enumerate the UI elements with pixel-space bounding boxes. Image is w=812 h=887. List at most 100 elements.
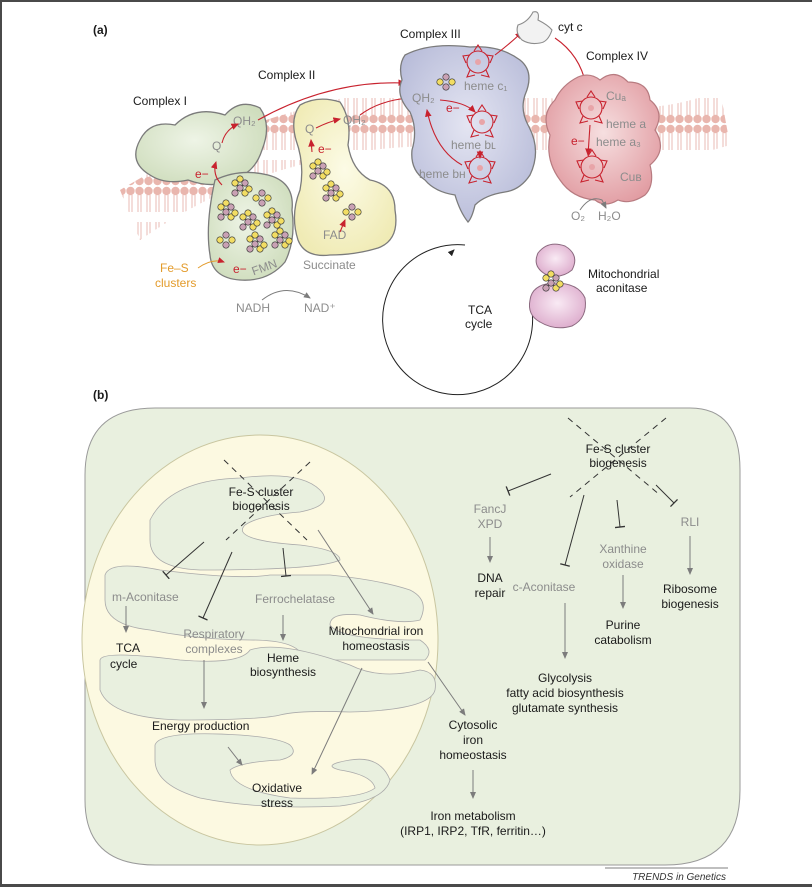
mito-iron-label-line1: Mitochondrial iron (329, 624, 424, 638)
cyto-fes-label-line1: Fe-S cluster (586, 442, 651, 456)
iron-metabolism-label-line1: Iron metabolism (430, 809, 515, 823)
aconitase-label-line1: Mitochondrial (588, 267, 659, 281)
inhibit-m-aconitase (162, 541, 205, 580)
panel-b-label: (b) (93, 388, 108, 402)
mito-iron-to-oxidative-arrow (311, 667, 363, 775)
complex-4-label: Complex IV (586, 49, 648, 63)
xpd-label: XPD (478, 517, 503, 531)
aconitase-label-line2: aconitase (596, 281, 648, 295)
complex-2-electron-arrow (308, 138, 315, 153)
mito-fes-label-line2: biogenesis (232, 499, 289, 513)
inhibit-c-aconitase (560, 494, 585, 567)
complex-1-electron-arrow (210, 160, 223, 186)
xanthine-label-line1: Xanthine (599, 542, 647, 556)
complex-1-label: Complex I (133, 94, 187, 108)
heme-bl-label: heme bʟ (451, 138, 496, 152)
cyto-iron-label-line1: Cytosolic (449, 718, 498, 732)
glycolysis-label-line3: glutamate synthesis (512, 701, 618, 715)
inhibit-fancj (505, 473, 552, 496)
tca-label-line1: TCA (468, 303, 492, 317)
tca-cycle-arrowhead (447, 249, 455, 257)
cyt-c-label: cyt c (558, 20, 583, 34)
energy-to-oxidative-arrow (227, 746, 243, 766)
inhibit-rli (655, 484, 678, 507)
oxidative-label-line2: stress (261, 796, 293, 810)
mito-fes-cross (223, 459, 311, 541)
nadh-label: NADH (236, 301, 270, 315)
mitochondrion (81, 434, 439, 846)
purine-label-line2: catabolism (594, 633, 651, 647)
frame-left-border (0, 0, 2, 887)
cu-b-label: Cuʙ (620, 170, 642, 184)
complex-1-qh2-label: QH₂ (233, 114, 256, 128)
heme-a3-label: heme a₃ (596, 135, 641, 149)
complex-2-label: Complex II (258, 68, 315, 82)
panel-a-label: (a) (93, 23, 108, 37)
mito-iron-to-cyto-iron-arrow (427, 661, 466, 716)
mito-iron-label-line2: homeostasis (342, 639, 409, 653)
qh2-to-heme-bl-arrow (439, 99, 476, 113)
complex-4-shape (545, 73, 661, 205)
oxidative-label-line1: Oxidative (252, 781, 302, 795)
fad-arrow (339, 218, 346, 233)
complex-3-label: Complex III (400, 27, 461, 41)
fes-clusters-label-line1: Fe–S (160, 261, 189, 275)
cyto-fes-label-line2: biogenesis (589, 456, 646, 470)
heme-bh-to-q-arrow (425, 108, 463, 166)
heme-c1-label: heme c₁ (464, 79, 507, 93)
dna-repair-label-line2: repair (475, 586, 506, 600)
ribosome-label-line2: biogenesis (661, 597, 718, 611)
complex-3-electron-label: e− (446, 101, 460, 115)
complex-2-q-arrow (315, 117, 342, 129)
complex-2-shape (293, 98, 397, 257)
heme-biosynthesis-label-line2: biosynthesis (250, 665, 316, 679)
q-to-qh2-arrow (221, 123, 239, 144)
heme-a-label: heme a (606, 117, 646, 131)
ribosome-label-line1: Ribosome (663, 582, 717, 596)
rli-label: RLI (681, 515, 700, 529)
respiratory-label-line2: complexes (185, 642, 242, 656)
aconitase-shape (529, 243, 586, 329)
nad-label: NAD⁺ (304, 301, 336, 315)
inhibit-ferrochelatase (280, 547, 292, 578)
o2-label: O₂ (571, 209, 585, 223)
complex-4-electron-label: e− (571, 134, 585, 148)
dna-repair-label-line1: DNA (477, 571, 502, 585)
credit-label: TRENDS in Genetics (632, 872, 726, 883)
succinate-label: Succinate (303, 258, 356, 272)
nadh-to-nad-arrow (261, 290, 311, 301)
fmn-electron-label: e− (233, 262, 247, 276)
inhibit-xanthine (614, 499, 626, 529)
o2-to-h2o-arrow (579, 198, 607, 211)
inhibit-respiratory (198, 551, 233, 621)
energy-label: Energy production (152, 719, 249, 733)
complex-1-to-3-arrow (257, 79, 407, 121)
fad-label: FAD (323, 228, 347, 242)
respiratory-label-line1: Respiratory (183, 627, 244, 641)
iron-metabolism-label-line2: (IRP1, IRP2, TfR, ferritin…) (400, 824, 546, 838)
complex-1-q-label: Q (212, 139, 221, 153)
tca-b-label-line2: cycle (110, 657, 138, 671)
mito-fes-label-line1: Fe-S cluster (229, 485, 294, 499)
complex-2-q-label: Q (305, 122, 314, 136)
complex-2-electron-label: e− (318, 142, 332, 156)
glycolysis-label-line1: Glycolysis (538, 671, 592, 685)
complex-1-electron-label: e− (195, 167, 209, 181)
tca-b-label-line1: TCA (116, 641, 140, 655)
tca-label-line2: cycle (465, 317, 493, 331)
fes-clusters-label-line2: clusters (155, 276, 196, 290)
cyto-iron-label-line3: homeostasis (439, 748, 506, 762)
cyt-c-shape (516, 11, 553, 45)
cyto-iron-label-line2: iron (463, 733, 483, 747)
h2o-label: H₂O (598, 209, 621, 223)
frame-top-border (0, 0, 812, 2)
ferrochelatase-label: Ferrochelatase (255, 592, 335, 606)
cyto-fes-cross (567, 417, 667, 498)
frame-bottom-border (0, 884, 812, 887)
fancj-label: FancJ (474, 502, 507, 516)
fes-clusters-pointer (197, 257, 225, 269)
heme-bh-label: heme bʜ (419, 167, 466, 181)
xanthine-label-line2: oxidase (602, 557, 644, 571)
glycolysis-label-line2: fatty acid biosynthesis (506, 686, 623, 700)
